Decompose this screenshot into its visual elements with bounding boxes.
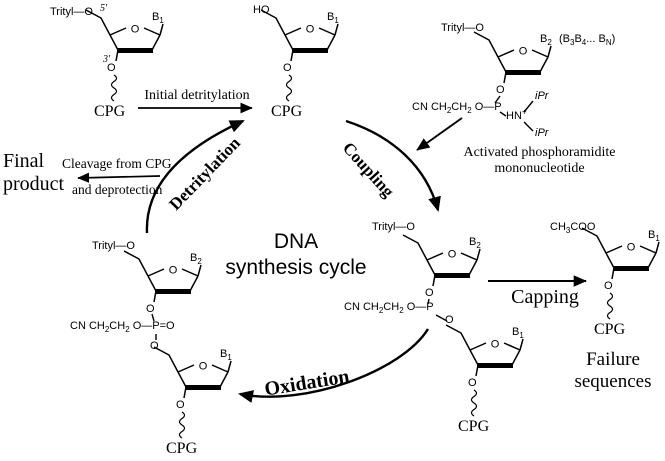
failure-caption-line1: Failure [586,349,640,370]
cpg-label-coupled: CPG [458,418,490,435]
final-product-label: Final product [3,150,64,196]
cycle-title-line1: DNA [273,230,319,253]
base-b1-label-failure: B1 [648,229,660,244]
three-prime-label: 3′ [103,54,111,65]
o3-label-detrit: O [283,62,292,74]
base-b1-label-oxidized: B1 [220,348,232,363]
o5-label-coupled-lower: O [445,314,454,326]
o3-label-start: O [107,62,116,74]
activated-caption-line2: mononucleotide [494,161,585,177]
cyanoethyl-p-label-coupled: CN CH2CH2 O—P [344,301,434,316]
o3-label-failure: O [604,280,613,292]
cpg-label-detrit: CPG [271,103,303,120]
structure-failure-sequence [582,228,659,320]
ho-label: HO [253,4,270,16]
acetyl-cap-label: CH3COO [550,221,596,236]
coupling-arc [345,119,441,212]
cleavage-arrow [77,172,161,183]
cycle-title: DNA synthesis cycle [216,229,376,282]
base-b2-label-coupled: B2 [469,236,481,251]
failure-sequences-caption: Failure sequences [558,349,665,393]
cpg-label-start: CPG [94,103,126,120]
five-prime-label: 5′ [100,3,108,14]
cleavage-label-line1: Cleavage from CPG [62,156,172,171]
structure-detritylated-nucleoside [261,10,338,102]
ipr-bottom-label: iPr [535,127,549,139]
o3-label-oxidized-lower: O [176,399,185,411]
trityl-o-label-coupled: Trityl—O [372,221,415,233]
activated-phosphoramidite-caption: Activated phosphoramidite mononucleotide [437,145,642,177]
base-b2-label-amidite: B2 [540,33,552,48]
trityl-o-label-start: Trityl—O [50,6,93,18]
o3-label-amidite: O [496,84,505,96]
final-product-line1: Final [3,150,45,172]
activated-caption-line1: Activated phosphoramidite [463,145,616,160]
oxidation-arc [238,328,430,403]
initial-detritylation-label: Initial detritylation [144,88,250,103]
final-product-line2: product [3,173,65,195]
o3-label-coupled-upper: O [425,287,434,299]
o3-label-coupled-lower: O [468,377,477,389]
base-b2-label-oxidized: B2 [190,252,202,267]
base-b1-label-detrit: B1 [327,11,339,26]
ipr-top-label: iPr [535,90,549,102]
base-b1-label-coupled: B1 [512,326,524,341]
cycle-title-line2: synthesis cycle [225,256,367,280]
base-b1-label-start: B1 [152,11,164,26]
trityl-o-label-oxidized: Trityl—O [92,240,135,252]
failure-caption-line2: sequences [574,370,652,392]
structure-oxidized-dimer [124,251,231,439]
structure-coupled-dimer [403,235,523,417]
detritylation-arc [145,119,245,234]
o5-label-oxidized-lower: O [150,340,159,352]
cyanoethyl-p-label-amidite: CN CH2CH2 O—P [412,101,502,116]
capping-step-label: Capping [511,286,579,308]
structure-phosphoramidite [474,32,551,132]
cpg-label-failure: CPG [594,321,626,338]
phosphoramidite-entry-arrow [416,117,463,151]
o3-label-oxidized-upper: O [146,303,155,315]
trityl-o-label-amidite: Trityl—O [441,22,484,34]
cpg-label-oxidized: CPG [166,440,198,457]
base-series-label: (B3B4... BN) [559,33,616,48]
cyanoethyl-peo-label: CN CH2CH2 O—P=O [70,320,175,335]
hn-plus-label: HN+ [506,107,527,122]
cleavage-label-line2: and deprotection [72,182,163,197]
